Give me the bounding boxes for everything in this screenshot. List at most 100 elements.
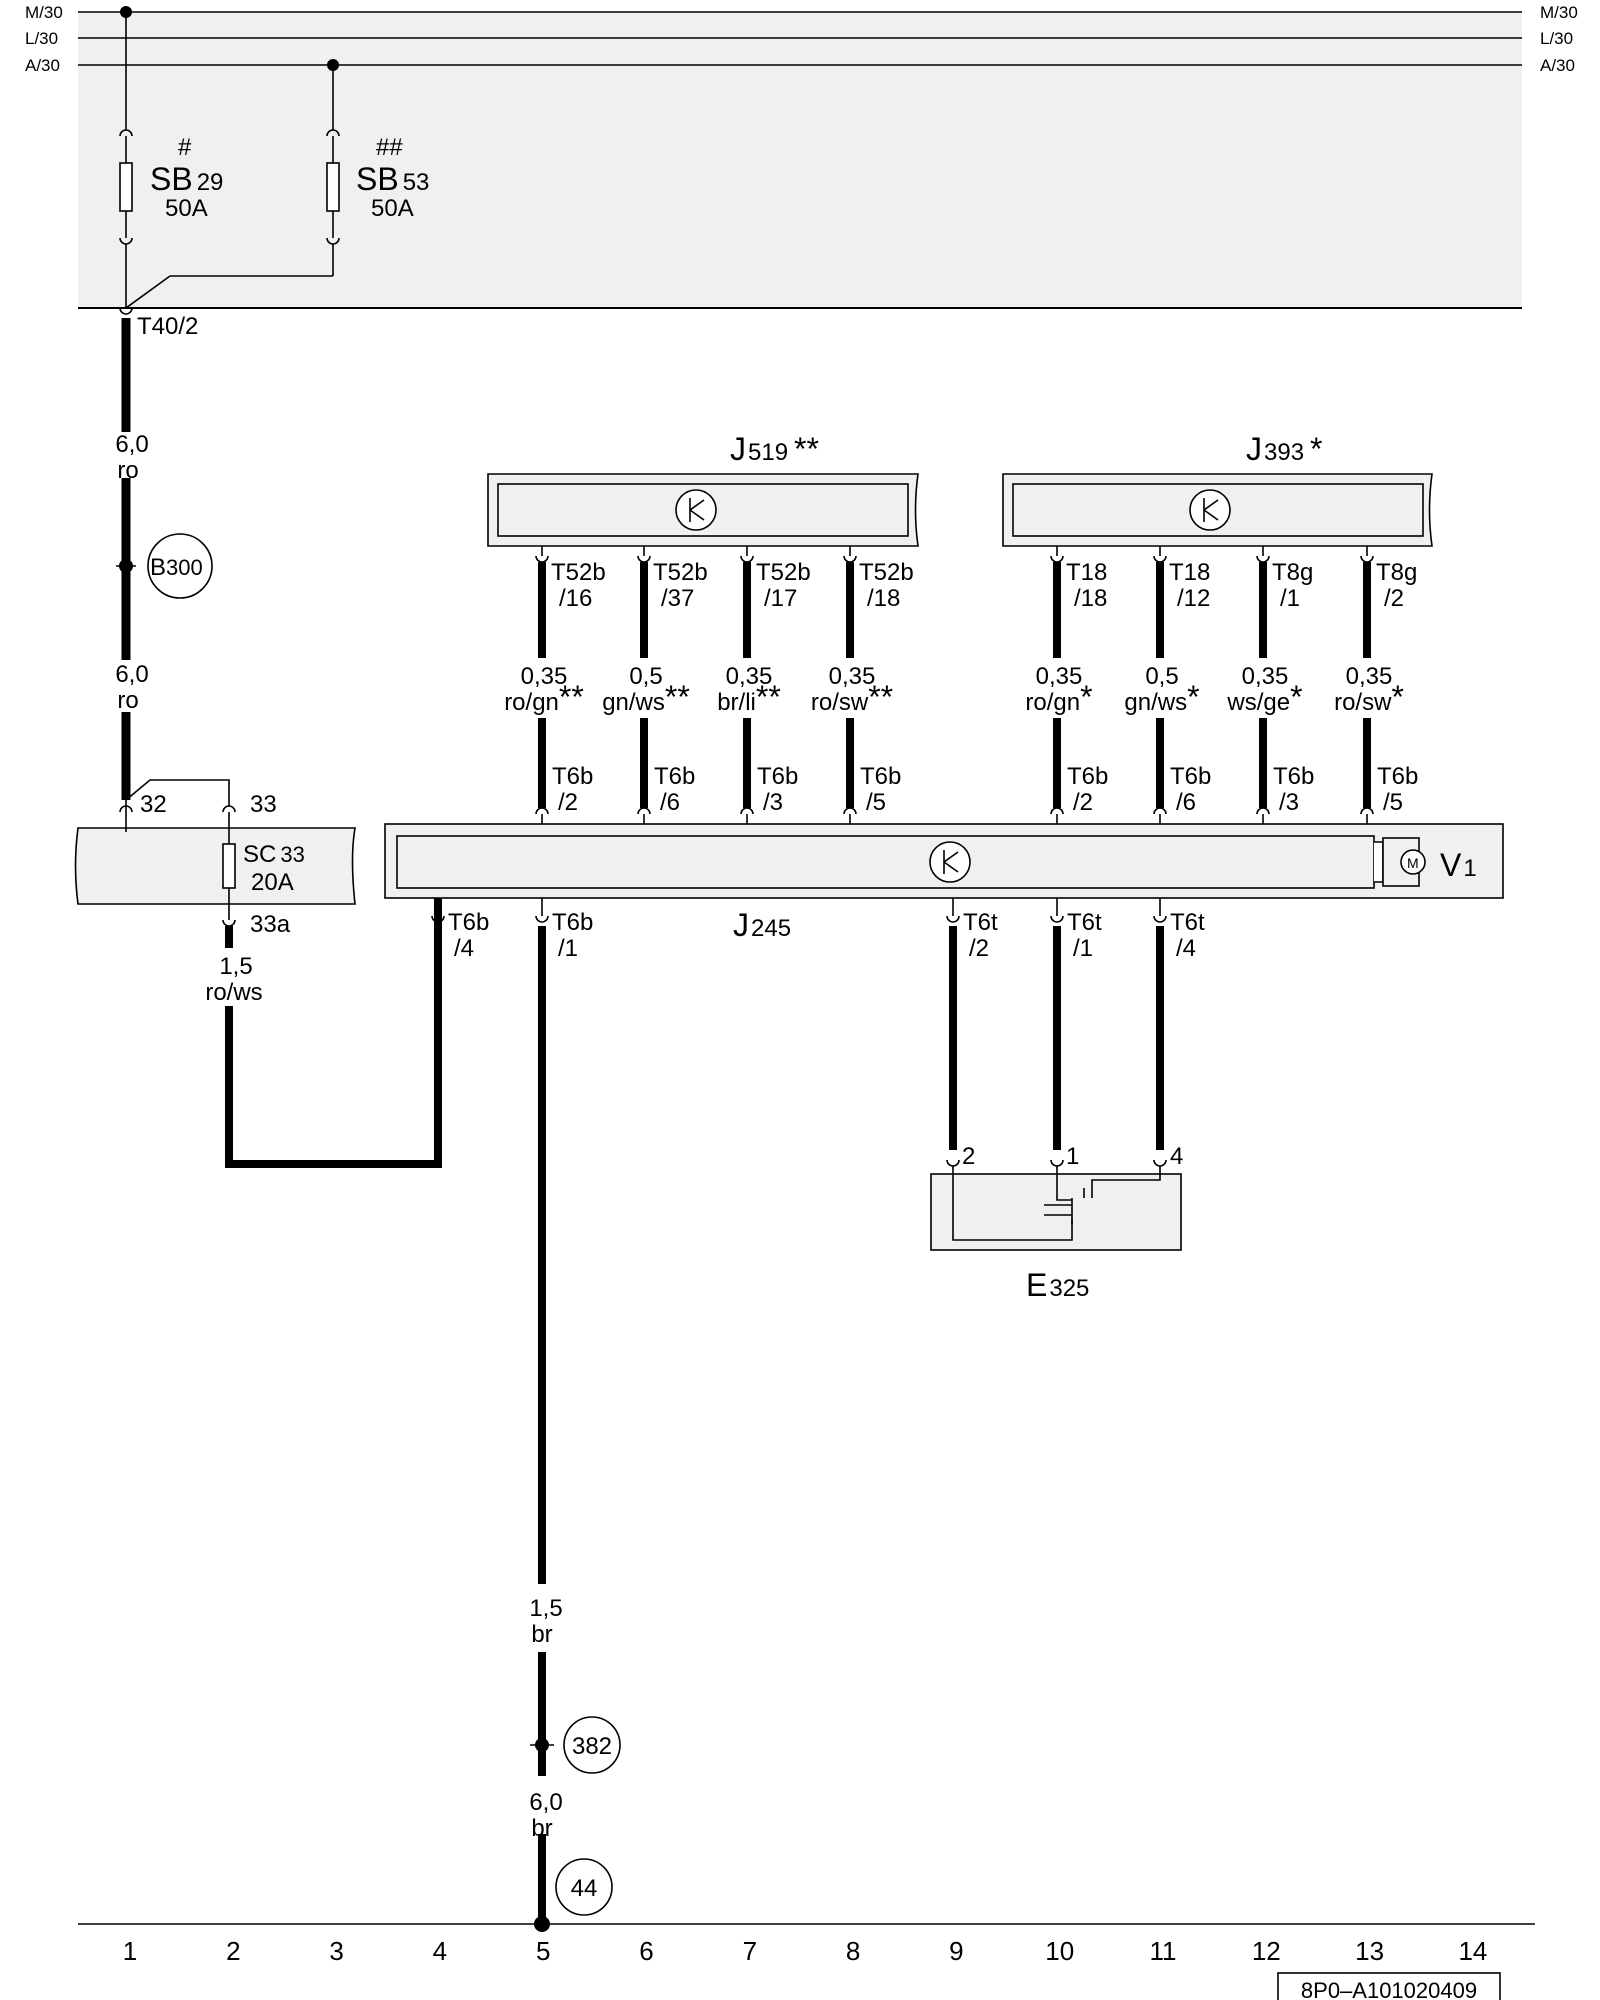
lower-conn-label: T6b — [654, 763, 695, 790]
sb29-amp: 50A — [165, 195, 208, 222]
upper-wire-color: gn/ws** — [602, 679, 690, 716]
ground-wire-color-1: br — [531, 1621, 552, 1648]
sb53-marker: ## — [376, 134, 403, 161]
upper-wire-size: 0,5 — [629, 663, 662, 690]
upper-pin-label: T52b — [859, 559, 914, 586]
upper-wire-color: ws/ge* — [1226, 679, 1302, 716]
upper-wire-size: 0,35 — [1346, 663, 1393, 690]
upper-wire: T52b/370,5gn/ws**T6b/6 — [602, 546, 708, 836]
lower-conn-number: /6 — [1176, 789, 1196, 816]
upper-pin-number: /2 — [1384, 585, 1404, 612]
upper-pin-number: /12 — [1177, 585, 1210, 612]
main-wire-color-1: ro — [117, 457, 138, 484]
e325-pin-1: 1 — [1066, 1143, 1079, 1170]
upper-wire-size: 0,35 — [829, 663, 876, 690]
j245-label: J245 — [733, 907, 791, 943]
lower-conn-number: /3 — [1279, 789, 1299, 816]
upper-wire-size: 0,35 — [521, 663, 568, 690]
e325-label: E325 — [1026, 1267, 1089, 1303]
lower-pin-number: /2 — [969, 935, 989, 962]
sc-pin-33: 33 — [250, 791, 277, 818]
lower-pin-label: T6b — [448, 909, 489, 936]
column-number: 5 — [536, 1936, 550, 1966]
lower-conn-number: /6 — [660, 789, 680, 816]
ground-wire-size-2: 6,0 — [529, 1789, 562, 1816]
lower-pin-label: T6b — [552, 909, 593, 936]
ground-wire-size-1: 1,5 — [529, 1595, 562, 1622]
e325-wires — [949, 926, 1164, 1150]
column-number: 8 — [846, 1936, 860, 1966]
rail-m30-left: M/30 — [25, 3, 63, 22]
supply-rails — [78, 11, 1522, 66]
upper-pin-number: /16 — [559, 585, 592, 612]
e325-pin-2: 2 — [962, 1143, 975, 1170]
upper-pin-number: /18 — [1074, 585, 1107, 612]
lower-pin: T6t/2 — [946, 898, 998, 962]
lower-pin: T6t/4 — [1153, 898, 1205, 962]
lower-pin-label: T6t — [963, 909, 998, 936]
upper-wires: T52b/160,35ro/gn**T6b/2T52b/370,5gn/ws**… — [504, 546, 1418, 836]
column-number: 9 — [949, 1936, 963, 1966]
upper-wire-size: 0,35 — [1242, 663, 1289, 690]
sc-wire-color: ro/ws — [205, 979, 262, 1006]
column-number: 13 — [1355, 1936, 1384, 1966]
lower-conn-label: T6b — [757, 763, 798, 790]
column-number: 10 — [1045, 1936, 1074, 1966]
node-b300: B300 — [150, 554, 203, 581]
upper-wire-color: ro/gn** — [504, 679, 584, 716]
column-number: 2 — [226, 1936, 240, 1966]
node-44-circle — [555, 1858, 613, 1916]
sc-wire-size: 1,5 — [219, 953, 252, 980]
lower-pin-label: T6t — [1067, 909, 1102, 936]
lower-pin: T6b/4 — [431, 898, 489, 962]
node-b300-circle — [147, 533, 213, 599]
connector-t40: T40/2 — [137, 313, 198, 340]
lower-pin: T6t/1 — [1050, 898, 1102, 962]
lower-conn-number: /5 — [1383, 789, 1403, 816]
sc-wire — [225, 898, 442, 1168]
j393-label: J393* — [1246, 431, 1323, 467]
fuse-panel — [78, 12, 1522, 308]
e325-pin-4: 4 — [1170, 1143, 1183, 1170]
lower-conn-label: T6b — [1273, 763, 1314, 790]
fuse-sb29 — [119, 12, 133, 308]
column-number: 1 — [123, 1936, 137, 1966]
lower-conn-number: /2 — [1073, 789, 1093, 816]
upper-wire-color: ro/sw* — [1334, 679, 1404, 716]
ground-wire-color-2: br — [531, 1815, 552, 1842]
upper-pin-label: T52b — [551, 559, 606, 586]
sc-pin-32: 32 — [140, 791, 167, 818]
upper-wire-color: br/li** — [717, 679, 781, 716]
lower-conn-label: T6b — [1170, 763, 1211, 790]
rail-a30-right: A/30 — [1540, 56, 1575, 75]
column-number: 11 — [1150, 1936, 1177, 1966]
rail-a30-left: A/30 — [25, 56, 60, 75]
lower-conn-label: T6b — [1377, 763, 1418, 790]
lower-pin-number: /4 — [1176, 935, 1196, 962]
lower-conn-number: /5 — [866, 789, 886, 816]
e325-switch — [930, 1173, 1182, 1251]
upper-pin-label: T8g — [1272, 559, 1313, 586]
lower-pin-label: T6t — [1170, 909, 1205, 936]
rail-m30-right: M/30 — [1540, 3, 1578, 22]
upper-wire-size: 0,35 — [726, 663, 773, 690]
upper-wire-size: 0,5 — [1145, 663, 1178, 690]
upper-wire-color: ro/sw** — [811, 679, 893, 716]
column-number: 7 — [743, 1936, 757, 1966]
lower-conn-label: T6b — [1067, 763, 1108, 790]
lower-pin-number: /1 — [1073, 935, 1093, 962]
upper-pin-number: /18 — [867, 585, 900, 612]
lower-conn-label: T6b — [860, 763, 901, 790]
upper-pin-label: T18 — [1066, 559, 1107, 586]
upper-pin-number: /1 — [1280, 585, 1300, 612]
upper-pin-label: T8g — [1376, 559, 1417, 586]
sc33-amp: 20A — [251, 869, 294, 896]
